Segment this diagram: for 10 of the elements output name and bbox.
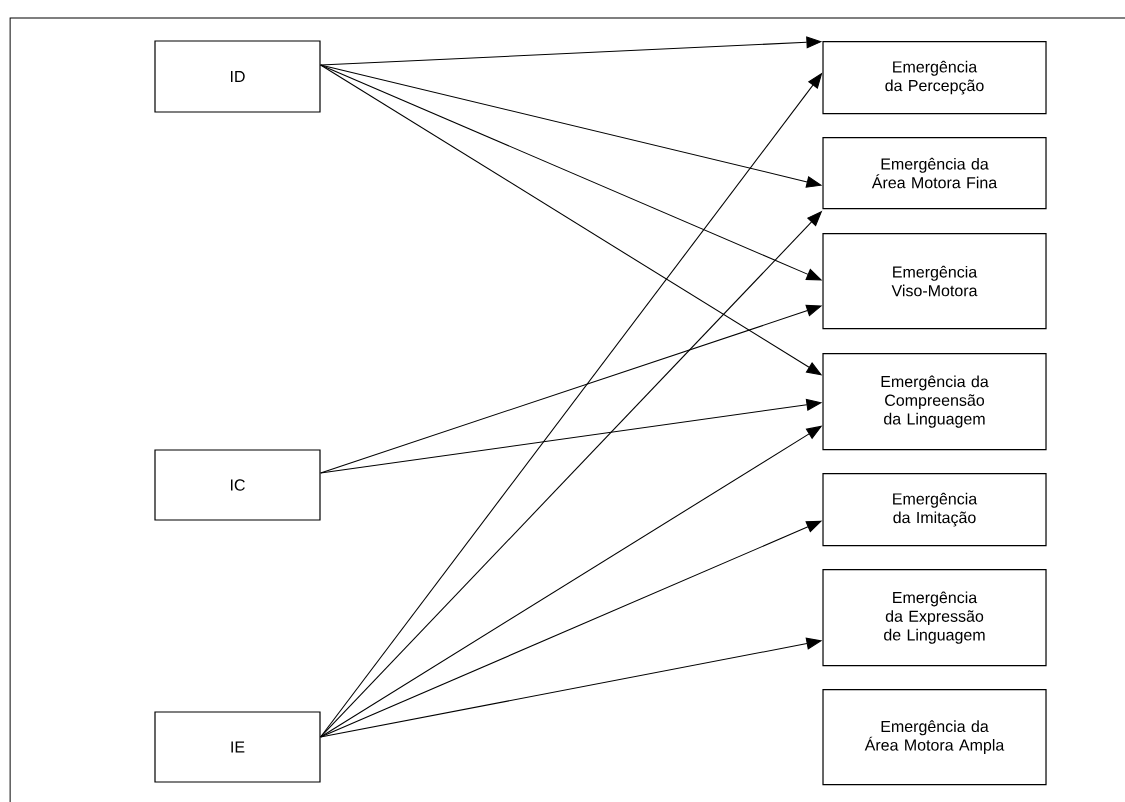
outcome-box: Emergência da Área Motora Ampla [822, 689, 1047, 786]
outcome-box: Emergência da Percepção [822, 41, 1047, 115]
factor-box: IC [154, 449, 321, 521]
outcome-box: Emergência da Área Motora Fina [822, 137, 1047, 210]
factor-box: IE [154, 711, 321, 783]
outcome-box: Emergência Viso-Motora [822, 233, 1047, 330]
outcome-box: Emergência da Expressão de Linguagem [822, 569, 1047, 667]
factor-box: ID [154, 40, 321, 113]
outcome-box: Emergência da Compreensão da Linguagem [822, 353, 1047, 451]
outcome-box: Emergência da Imitação [822, 473, 1047, 547]
